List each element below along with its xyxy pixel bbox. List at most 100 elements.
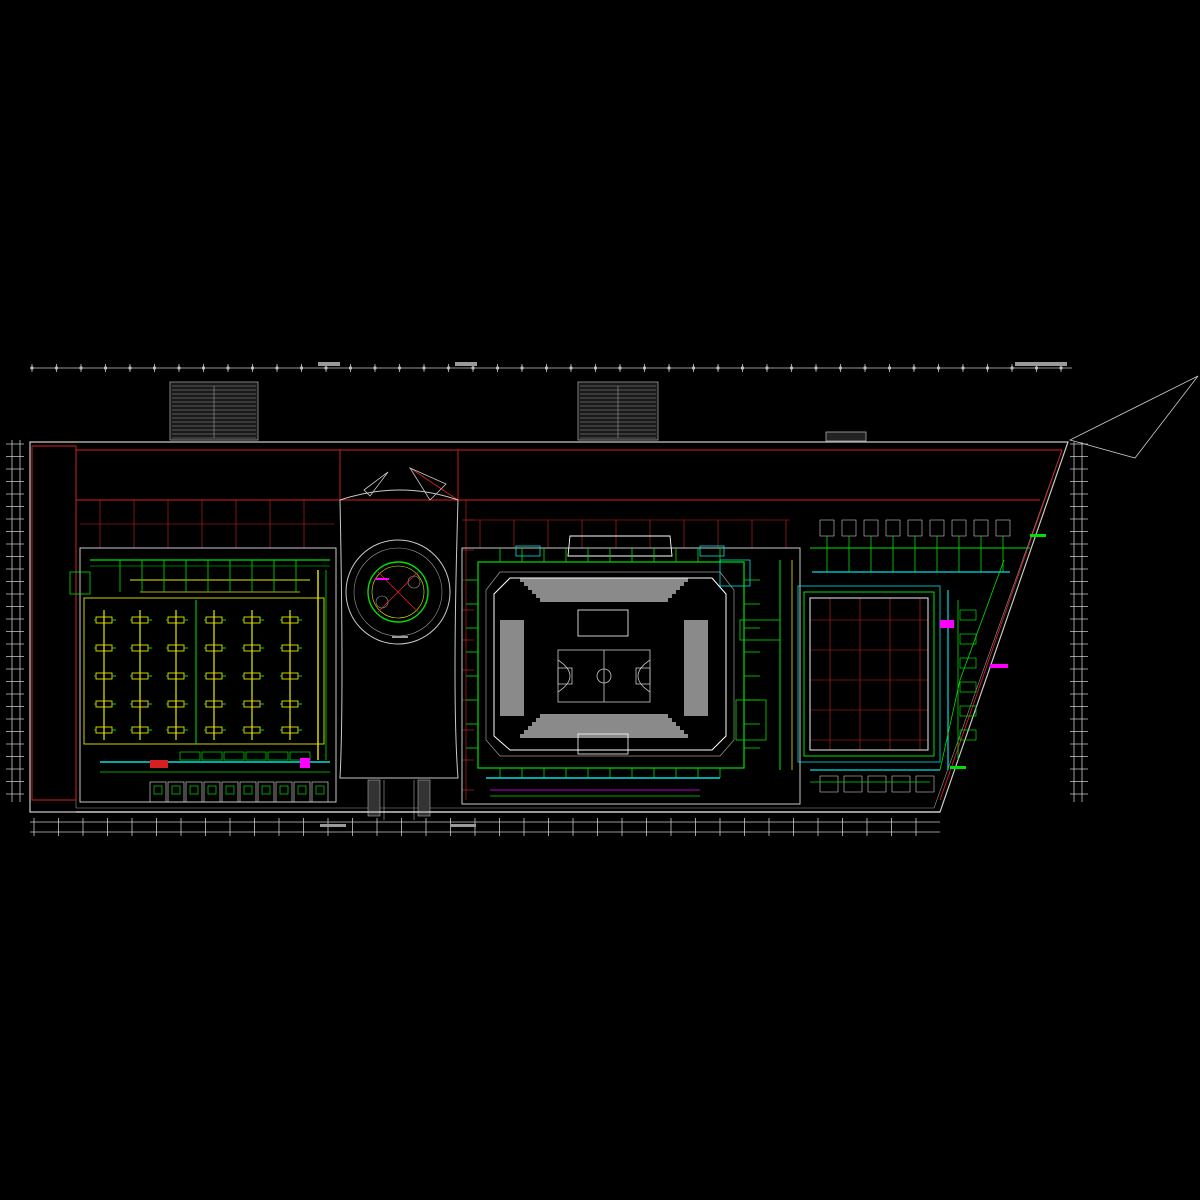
grid-bubble [814, 366, 818, 370]
east-hall [797, 519, 1046, 793]
plant-unit [315, 785, 325, 795]
grid-bubble [250, 366, 255, 370]
grid-bubble [1010, 366, 1014, 370]
seat-row [512, 620, 516, 716]
terminal-unit [959, 609, 977, 621]
air-handler [699, 545, 725, 557]
seat-row [524, 582, 684, 586]
plant-unit [297, 785, 307, 795]
plant-room [179, 751, 201, 761]
plant-room [221, 781, 239, 803]
seat-row [536, 718, 672, 722]
left-dimension-column [6, 440, 24, 802]
plant-unit [189, 785, 199, 795]
west-plant-rooms [149, 751, 329, 803]
grid-bubble [495, 366, 500, 370]
grid-bubble [152, 366, 157, 370]
plant-unit [243, 785, 253, 795]
grid-bubble [691, 366, 696, 370]
terminal-unit [959, 657, 977, 669]
grid-bubble [103, 366, 108, 370]
plant-room [275, 781, 293, 803]
seat-row [704, 620, 708, 716]
grid-bubble [1034, 366, 1039, 370]
terminal-unit [929, 519, 945, 537]
basketball-court [557, 649, 651, 703]
grid-bubble [961, 366, 965, 370]
arena [461, 535, 801, 805]
seat-row [504, 620, 508, 716]
grid-bubble [1059, 366, 1063, 370]
terminal-unit [959, 729, 977, 741]
west-hall [69, 547, 337, 803]
plant-room [867, 775, 887, 793]
stair-block-left [169, 381, 259, 441]
terminal-unit [885, 519, 901, 537]
grid-bubble [544, 366, 549, 370]
top-dimension-labels [318, 362, 1067, 366]
structural-grid-lines [80, 500, 928, 800]
terminal-unit [951, 519, 967, 537]
plant-room [843, 775, 863, 793]
plant-room [239, 781, 257, 803]
plant-room [915, 775, 935, 793]
plant-room [891, 775, 911, 793]
press-box [577, 609, 629, 637]
grid-bubble [618, 366, 622, 370]
grid-bubble [397, 366, 402, 370]
seat-row [524, 730, 684, 734]
terminal-unit [841, 519, 857, 537]
grid-bubble [740, 366, 745, 370]
seat-row [520, 620, 524, 716]
terminal-unit [973, 519, 989, 537]
plant-room [167, 781, 185, 803]
terminal-unit [819, 519, 835, 537]
plant-room [819, 775, 839, 793]
seat-row [692, 620, 696, 716]
grid-bubble [593, 366, 598, 370]
plant-unit [279, 785, 289, 795]
grid-bubble [838, 366, 843, 370]
stair-block-right [577, 381, 659, 441]
seat-row [536, 594, 672, 598]
grid-bubble [887, 366, 892, 370]
grid-bubble [716, 366, 720, 370]
central-atrium [339, 467, 459, 820]
seat-row [508, 620, 512, 716]
plant-room [185, 781, 203, 803]
seat-row [528, 726, 680, 730]
terminal-unit [995, 519, 1011, 537]
grid-bubble [642, 366, 647, 370]
seat-row [532, 590, 676, 594]
grid-bubble [79, 366, 83, 370]
plant-unit [171, 785, 181, 795]
seat-row [696, 620, 700, 716]
grid-bubble [373, 366, 377, 370]
air-handler [515, 545, 541, 557]
players-tunnel [577, 733, 629, 755]
grid-bubble [275, 366, 279, 370]
terminal-unit [959, 681, 977, 693]
terminal-unit [907, 519, 923, 537]
grid-bubble [985, 366, 990, 370]
plant-room [223, 751, 245, 761]
grid-bubble [226, 366, 230, 370]
grid-bubble [324, 366, 328, 370]
top-dimension-line [30, 364, 1072, 372]
site-triangle-marker [1068, 375, 1199, 459]
roof-equipment-pad [825, 431, 867, 442]
seat-row [684, 620, 688, 716]
seat-row [540, 714, 668, 718]
arena-seating-bowl [500, 578, 708, 755]
seat-row [528, 586, 680, 590]
grid-bubble [789, 366, 794, 370]
plant-unit [207, 785, 217, 795]
grid-bubble [520, 366, 524, 370]
plant-room [203, 781, 221, 803]
grid-bubble [348, 366, 353, 370]
plant-unit [225, 785, 235, 795]
grid-bubble [471, 366, 475, 370]
plant-room [245, 751, 267, 761]
